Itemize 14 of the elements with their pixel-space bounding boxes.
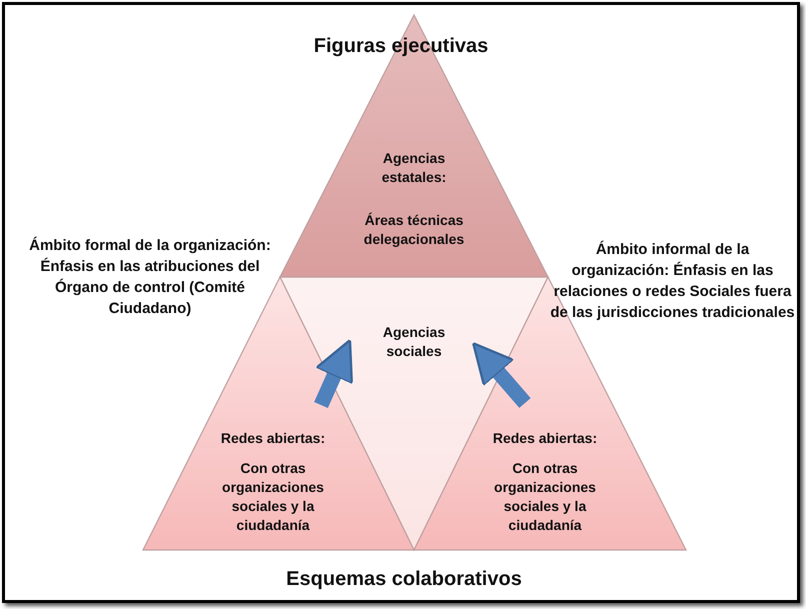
side-note: Ámbito formal de la organización: Énfasis en las atribuciones del Órgano de control (Comité Ciudadano) — [28, 236, 272, 319]
title: Figuras ejecutivas — [312, 35, 490, 58]
node-text: Agencias sociales — [382, 323, 446, 361]
side-note: Ámbito informal de la organización: Énfasis en las relaciones o redes Sociales fuera de las jurisdicciones tradicionales — [549, 240, 796, 323]
block-arrow — [314, 339, 354, 408]
node-text: Con otras organizaciones sociales y la ciudadanía — [221, 459, 325, 535]
top-triangle — [280, 15, 548, 277]
node-text: Con otras organizaciones sociales y la ciudadanía — [493, 459, 597, 535]
node-text: Redes abiertas: — [220, 429, 326, 448]
bottom-caption: Esquemas colaborativos — [285, 567, 523, 592]
node-text: Redes abiertas: — [492, 429, 598, 448]
block-arrow — [472, 342, 531, 408]
node-text: Áreas técnicas delegacionales — [362, 211, 466, 249]
node-text: Agencias estatales: — [380, 149, 448, 187]
